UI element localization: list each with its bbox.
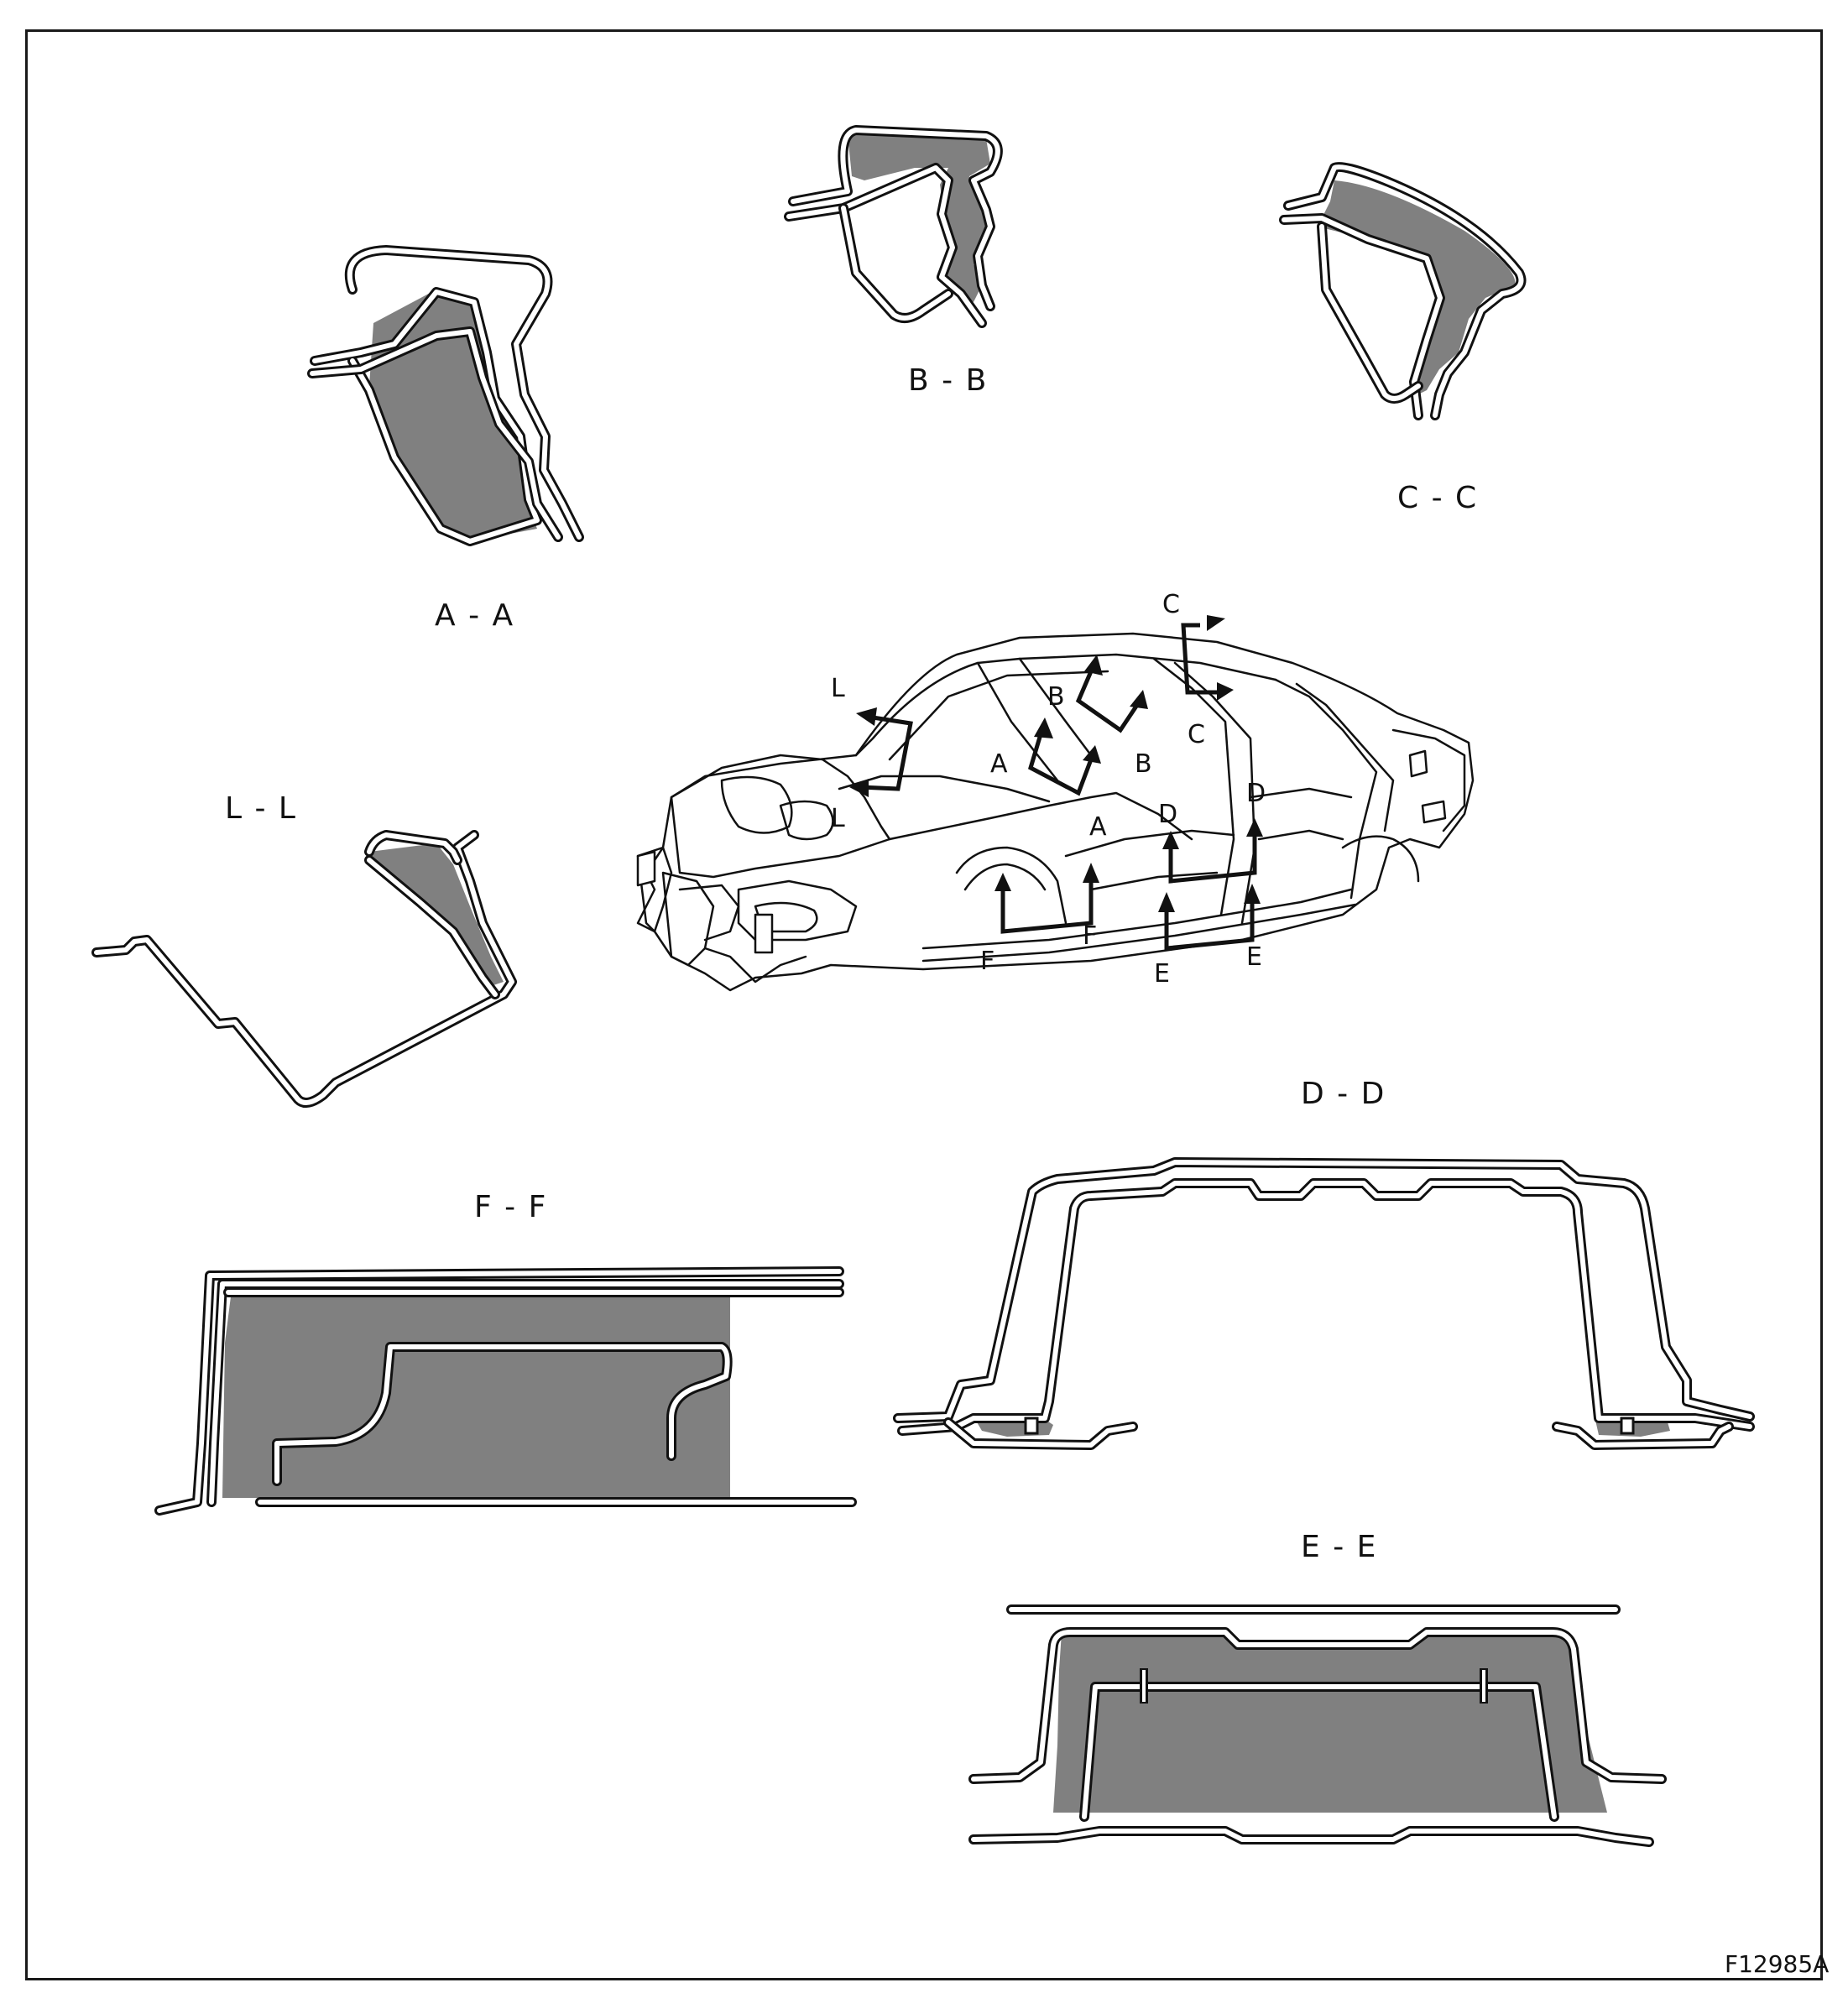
section-bb: B - B — [784, 125, 1003, 398]
section-ee-label: E - E — [1301, 1530, 1377, 1564]
car-label-a2: A — [1089, 812, 1107, 842]
car-label-e1: E — [1154, 959, 1170, 989]
car-label-b2: B — [1135, 749, 1152, 779]
figure-id: F12985A — [1725, 1950, 1829, 1978]
section-ll: L - L — [91, 791, 517, 1108]
car-label-c1: C — [1162, 590, 1180, 619]
section-dd: D - D — [893, 1077, 1755, 1450]
section-ff-foam — [222, 1297, 730, 1498]
section-ff-label: F - F — [474, 1190, 547, 1224]
section-ee-foam — [1053, 1632, 1607, 1813]
section-ll-label: L - L — [225, 791, 297, 826]
section-cc-label: C - C — [1397, 481, 1478, 515]
car-label-b1: B — [1047, 682, 1065, 712]
section-ff: F - F — [154, 1190, 857, 1516]
car-label-e2: E — [1246, 942, 1262, 972]
section-ee: E - E — [968, 1530, 1667, 1847]
car-label-f2: F — [1083, 921, 1097, 951]
car-label-f1: F — [980, 947, 994, 976]
section-aa-label: A - A — [435, 598, 514, 633]
car-label-l1: L — [831, 674, 845, 703]
car-label-c2: C — [1188, 720, 1205, 749]
car-label-a1: A — [990, 749, 1008, 779]
car-label-l2: L — [831, 804, 845, 833]
section-cut-markers — [849, 615, 1263, 951]
section-cc: C - C — [1279, 162, 1527, 515]
car-label-d1: D — [1158, 800, 1177, 829]
car-label-d2: D — [1246, 779, 1266, 808]
section-bb-label: B - B — [908, 363, 988, 398]
section-aa: A - A — [307, 245, 584, 633]
section-dd-label: D - D — [1301, 1077, 1386, 1111]
car-letter-labels: L L A A B B C C D D E E F F — [831, 590, 1266, 989]
section-bb-foam — [848, 134, 990, 302]
